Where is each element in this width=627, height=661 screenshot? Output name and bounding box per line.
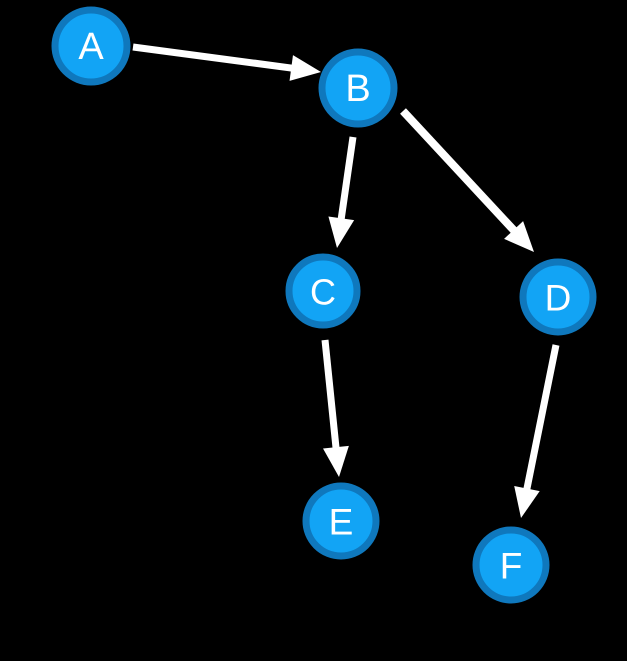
edge-shaft [321,339,341,459]
node-label: C [310,272,336,313]
arrowhead-icon [504,221,534,252]
graph-node-b[interactable]: B [318,48,398,128]
graph-node-f[interactable]: F [472,526,550,604]
node-circle [519,258,597,336]
edge-shaft [336,136,357,231]
edge-d-f[interactable] [514,344,560,518]
node-circle [302,482,380,560]
edge-b-d[interactable] [400,108,534,252]
node-circle [51,6,131,86]
arrowhead-icon [323,445,349,477]
edge-shaft [521,344,560,501]
node-label: B [345,68,370,110]
node-label: F [500,546,523,587]
node-circle [285,253,361,329]
node-circle [472,526,550,604]
node-label: D [545,278,572,319]
edge-b-c[interactable] [328,136,357,248]
arrowhead-icon [514,486,540,518]
node-label: A [78,26,104,68]
arrowhead-icon [328,216,355,248]
nodes-layer: A B C D E F [51,6,597,604]
edges-layer [132,43,560,518]
edge-c-e[interactable] [321,339,349,477]
edge-a-b[interactable] [132,43,321,81]
arrowhead-icon [289,55,321,81]
graph-node-c[interactable]: C [285,253,361,329]
edge-shaft [400,108,525,242]
graph-node-e[interactable]: E [302,482,380,560]
graph-node-a[interactable]: A [51,6,131,86]
node-circle [318,48,398,128]
node-label: E [329,502,354,543]
edge-shaft [132,43,304,74]
graph-node-d[interactable]: D [519,258,597,336]
